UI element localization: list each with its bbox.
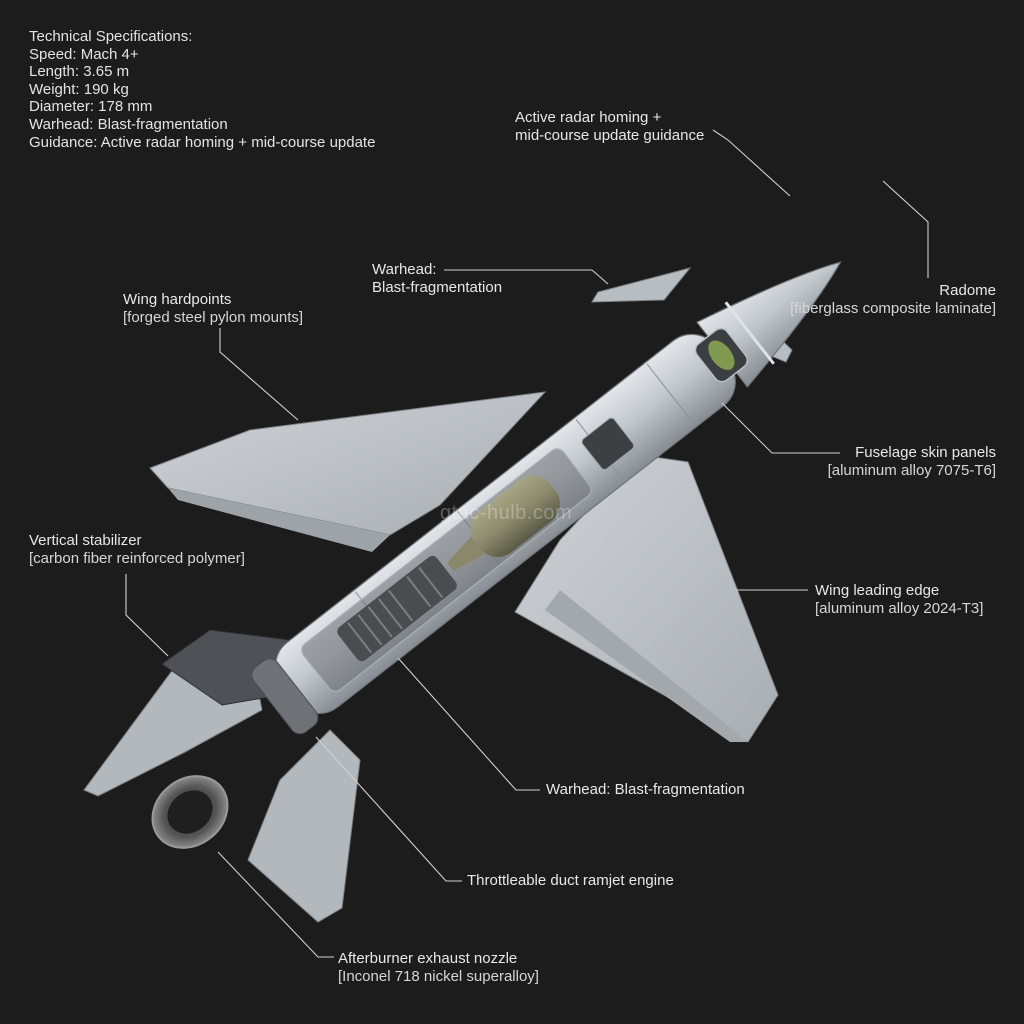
- callout-radome-line2: [fiberglass composite laminate]: [790, 300, 996, 317]
- specs-heading: Technical Specifications:: [29, 28, 193, 45]
- equipment-bay: [581, 417, 635, 471]
- leader-lines: [125, 129, 929, 958]
- callout-nozzle-line2: [Inconel 718 nickel superalloy]: [338, 968, 539, 985]
- leader-warhead-top: [444, 269, 609, 285]
- watermark: gtac-hulb.com: [440, 502, 573, 524]
- leader-fuselage: [721, 402, 840, 454]
- leader-warhead-bottom: [397, 657, 540, 791]
- callout-nozzle-line1: Afterburner exhaust nozzle: [338, 950, 518, 967]
- leader-nozzle: [217, 851, 334, 958]
- spec-guidance: Guidance: Active radar homing + mid-cour…: [29, 133, 376, 151]
- callout-warhead-top: Warhead: Blast-fragmentation: [372, 261, 502, 297]
- ramjet-engine: [337, 555, 457, 662]
- spec-length: Length: 3.65 m: [29, 63, 130, 81]
- callout-fuselage-line1: Fuselage skin panels: [855, 444, 996, 461]
- callout-wing-hardpoints-line2: [forged steel pylon mounts]: [123, 309, 304, 326]
- callout-wing-hardpoints: Wing hardpoints [forged steel pylon moun…: [123, 291, 303, 327]
- callout-nozzle: Afterburner exhaust nozzle [Inconel 718 …: [338, 950, 539, 986]
- callout-warhead-bottom: Warhead: Blast-fragmentation: [546, 781, 745, 799]
- callout-guidance-line2: mid-course update guidance: [515, 127, 705, 144]
- leader-guidance: [712, 129, 791, 197]
- spec-weight: Weight: 190 kg: [29, 80, 129, 98]
- callout-radome-line1: Radome: [939, 282, 996, 299]
- spec-speed: Speed: Mach 4+: [29, 45, 139, 63]
- callout-warhead-top-line1: Warhead:: [372, 261, 437, 278]
- leader-wing-hardpoints: [219, 328, 299, 421]
- callout-guidance-line1: Active radar homing +: [515, 109, 662, 126]
- callout-guidance: Active radar homing + mid-course update …: [515, 109, 704, 145]
- tail-fin-lower: [247, 729, 361, 923]
- callout-engine-line1: Throttleable duct ramjet engine: [467, 872, 674, 889]
- callout-fuselage-line2: [aluminum alloy 7075-T6]: [827, 462, 996, 479]
- warhead-canister: [470, 475, 560, 558]
- callout-fuselage: Fuselage skin panels [aluminum alloy 707…: [828, 444, 996, 480]
- leader-engine: [315, 736, 462, 882]
- callout-warhead-top-line2: Blast-fragmentation: [372, 279, 503, 296]
- callout-warhead-bottom-line1: Warhead: Blast-fragmentation: [546, 781, 745, 798]
- right-wing-flap: [545, 590, 748, 742]
- callout-wing-hardpoints-line1: Wing hardpoints: [123, 291, 232, 308]
- leader-vertical-stabilizer: [125, 574, 169, 657]
- leader-radome: [882, 180, 929, 278]
- exhaust-nozzle-ring: [251, 658, 319, 735]
- seeker-dish: [708, 340, 735, 370]
- callout-wing-leading-edge-line2: [aluminum alloy 2024-T3]: [815, 600, 984, 617]
- spec-warhead: Warhead: Blast-fragmentation: [29, 115, 228, 133]
- callout-wing-leading-edge: Wing leading edge [aluminum alloy 2024-T…: [815, 582, 983, 618]
- callout-wing-leading-edge-line1: Wing leading edge: [815, 582, 940, 599]
- callout-vertical-stabilizer: Vertical stabilizer [carbon fiber reinfo…: [29, 532, 245, 568]
- spec-diameter: Diameter: 178 mm: [29, 98, 153, 116]
- technical-specifications: Technical Specifications: Speed: Mach 4+…: [29, 28, 375, 151]
- callout-engine: Throttleable duct ramjet engine: [467, 872, 674, 890]
- callout-radome: Radome [fiberglass composite laminate]: [790, 282, 996, 318]
- callout-vertical-stabilizer-line2: [carbon fiber reinforced polymer]: [29, 550, 245, 567]
- callout-vertical-stabilizer-line1: Vertical stabilizer: [29, 532, 142, 549]
- left-wing-trailing-panel: [168, 488, 390, 552]
- canard-left: [591, 267, 692, 303]
